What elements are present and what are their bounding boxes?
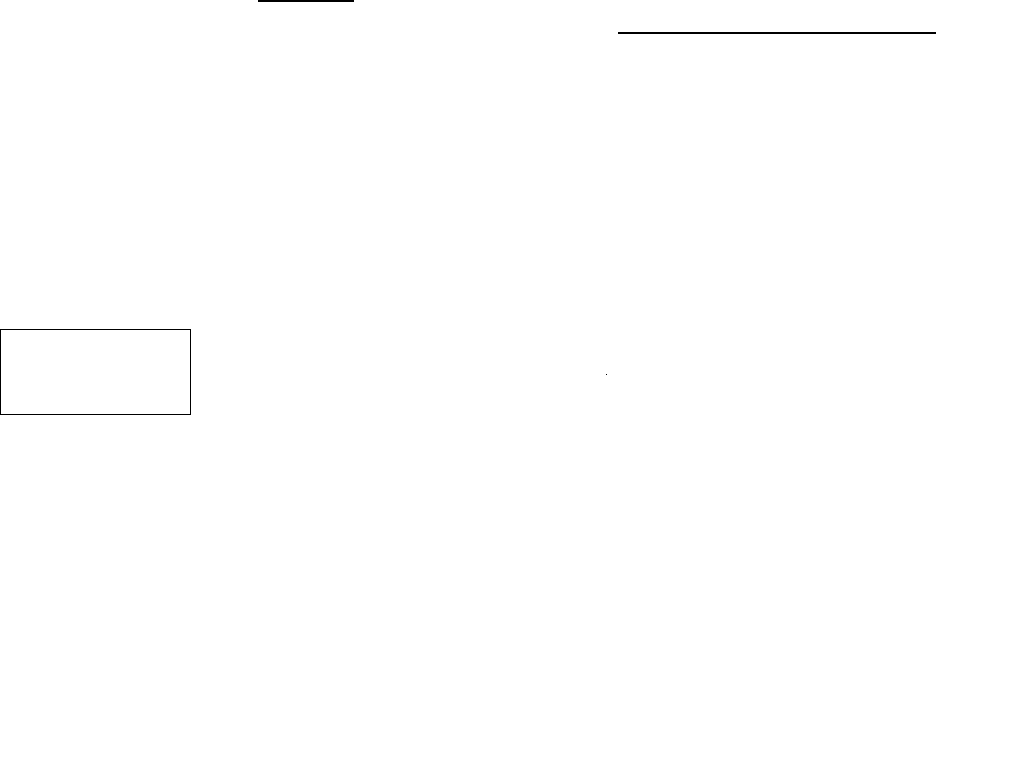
top-right-signature-line	[618, 32, 936, 34]
stray-mark	[606, 374, 607, 375]
top-left-underline-rule	[258, 0, 354, 2]
blank-bordered-box	[0, 329, 191, 415]
